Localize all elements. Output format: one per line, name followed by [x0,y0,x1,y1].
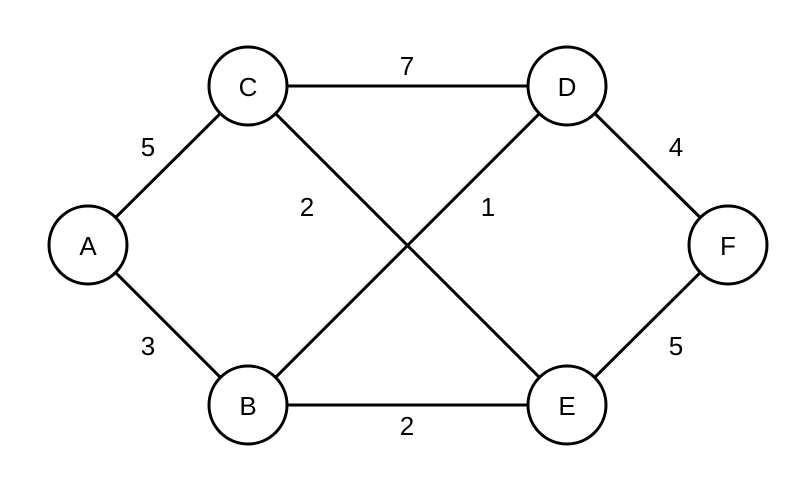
node-c-label: C [239,72,258,102]
weight-c-e: 2 [300,192,314,222]
edge-b-d [246,84,569,407]
edge-weights: 5 3 7 2 1 2 4 5 [141,51,683,441]
node-e-circle [526,364,608,446]
node-d: D [526,45,608,127]
node-d-label: D [558,72,577,102]
weight-b-e: 2 [400,411,414,441]
weight-e-f: 5 [669,331,683,361]
node-d-circle [526,45,608,127]
node-b-circle [207,364,289,446]
node-f: F [687,204,769,286]
node-f-circle [687,204,769,286]
node-a: A [47,204,129,286]
node-c-circle [207,45,289,127]
weight-b-d: 1 [481,192,495,222]
node-a-circle [47,204,129,286]
node-e: E [526,364,608,446]
node-b: B [207,364,289,446]
edges [86,84,730,407]
node-c: C [207,45,289,127]
weight-c-d: 7 [400,51,414,81]
node-f-label: F [720,231,736,261]
weight-a-c: 5 [141,132,155,162]
node-b-label: B [239,391,256,421]
weight-d-f: 4 [669,132,683,162]
weight-a-b: 3 [141,331,155,361]
node-a-label: A [79,231,97,261]
node-e-label: E [558,391,575,421]
